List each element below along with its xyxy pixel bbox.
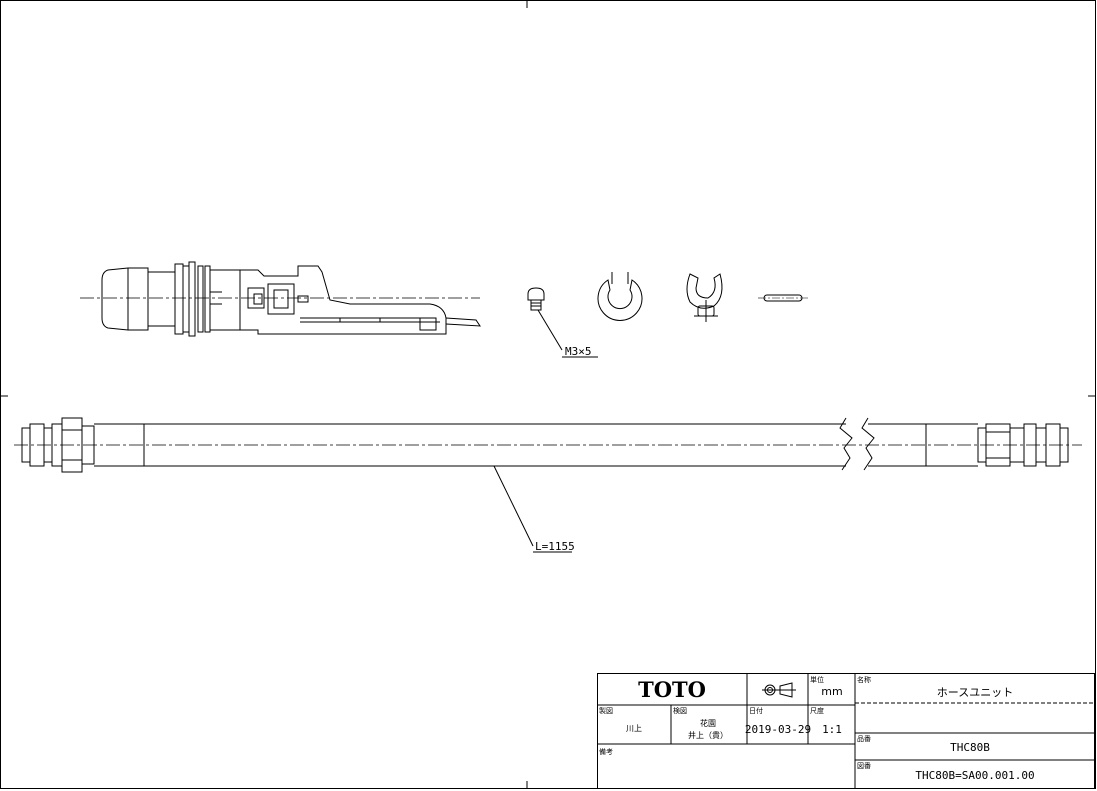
part-number-value: THC80B [950,741,990,754]
checked-value-1: 花園 [700,718,716,728]
checked-label: 検図 [673,706,687,715]
date-value: 2019-03-29 [745,723,811,736]
connector-assembly-drawing [80,261,481,337]
drawn-label: 製図 [599,706,613,715]
name-label: 名称 [857,675,871,684]
date-label: 日付 [749,706,763,715]
scale-value: 1:1 [822,723,842,736]
remarks-label: 備考 [599,747,613,756]
drawing-number-value: THC80B=SA00.001.00 [915,769,1034,782]
unit-value: mm [821,685,842,698]
name-value: ホースユニット [937,686,1013,699]
hose-length-label: L=1155 [535,540,575,553]
scale-label: 尺度 [810,706,824,715]
c-clip-drawing [597,272,643,321]
drawing-number-label: 図番 [857,762,871,770]
hose-drawing [14,417,1082,553]
part-number-label: 品番 [857,735,871,743]
screw-size-label: M3×5 [565,345,592,358]
screw-drawing [527,287,598,358]
projection-symbol-icon [762,682,796,698]
company-logo: TOTO [638,677,706,702]
title-block [597,673,1095,789]
pin-drawing [758,294,810,302]
unit-label: 単位 [810,675,824,684]
drawn-value: 川上 [626,724,642,733]
checked-value-2: 井上（貴） [688,730,728,740]
retaining-clip-drawing [686,273,723,322]
